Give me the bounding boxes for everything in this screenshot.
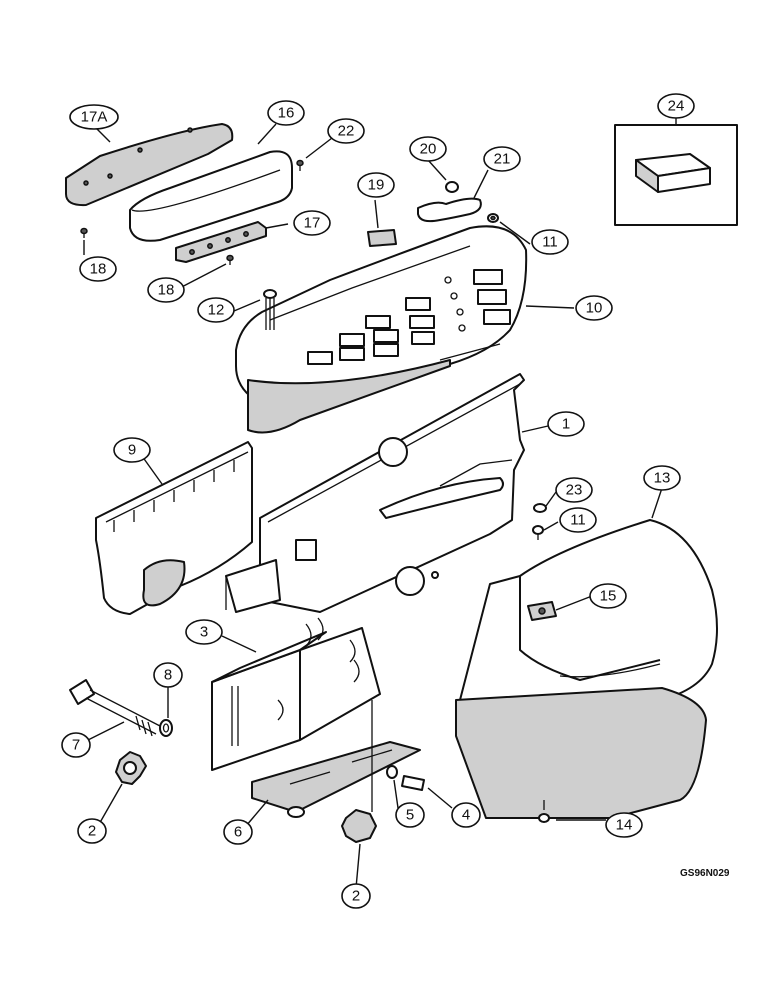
part-11-lower-screw bbox=[532, 525, 544, 540]
svg-text:18: 18 bbox=[158, 282, 175, 299]
part-7-bolt bbox=[69, 679, 161, 737]
callout-17: 17 bbox=[293, 210, 331, 236]
callout-6: 6 bbox=[223, 819, 253, 845]
callout-2-left: 2 bbox=[77, 818, 107, 844]
part-2-knob-bottom bbox=[341, 700, 377, 843]
part-16-armrest-cushion bbox=[129, 150, 293, 242]
svg-text:14: 14 bbox=[616, 817, 633, 834]
part-5-washer bbox=[386, 765, 398, 779]
callout-3: 3 bbox=[185, 619, 223, 645]
screw-12 bbox=[263, 289, 277, 330]
svg-text:11: 11 bbox=[542, 234, 558, 251]
svg-text:13: 13 bbox=[654, 470, 671, 487]
svg-text:12: 12 bbox=[208, 302, 225, 319]
svg-text:2: 2 bbox=[88, 823, 96, 840]
part-6-base-plate bbox=[251, 741, 421, 818]
callout-2-bottom: 2 bbox=[341, 883, 371, 909]
callout-7: 7 bbox=[61, 732, 91, 758]
screw-22 bbox=[296, 159, 304, 171]
part-9-side-panel bbox=[95, 441, 253, 615]
svg-text:22: 22 bbox=[338, 123, 355, 140]
svg-text:9: 9 bbox=[128, 442, 136, 459]
svg-text:3: 3 bbox=[200, 624, 208, 641]
callout-9: 9 bbox=[113, 437, 151, 463]
callout-17a: 17A bbox=[69, 104, 119, 130]
svg-text:11: 11 bbox=[570, 512, 586, 529]
drawing-reference: GS96N029 bbox=[680, 868, 730, 879]
part-19-pad bbox=[367, 229, 397, 247]
svg-text:24: 24 bbox=[668, 98, 685, 115]
svg-text:17: 17 bbox=[304, 215, 321, 232]
svg-text:21: 21 bbox=[494, 151, 511, 168]
callout-14: 14 bbox=[605, 812, 643, 838]
svg-text:17A: 17A bbox=[81, 109, 108, 126]
part-11-upper-screw bbox=[487, 213, 499, 223]
svg-text:10: 10 bbox=[586, 300, 603, 317]
callout-18-left: 18 bbox=[79, 256, 117, 282]
callout-15: 15 bbox=[589, 583, 627, 609]
callout-16: 16 bbox=[267, 100, 305, 126]
callout-18-center: 18 bbox=[147, 277, 185, 303]
part-3-mount-bracket bbox=[211, 617, 381, 771]
svg-text:1: 1 bbox=[562, 416, 570, 433]
svg-text:7: 7 bbox=[72, 737, 80, 754]
svg-text:20: 20 bbox=[420, 141, 437, 158]
callout-1: 1 bbox=[547, 411, 585, 437]
callout-22: 22 bbox=[327, 118, 365, 144]
svg-text:16: 16 bbox=[278, 105, 295, 122]
part-8-washer bbox=[159, 719, 173, 737]
callout-11-lower: 11 bbox=[559, 507, 597, 533]
part-2-knob-left bbox=[115, 751, 147, 785]
svg-text:5: 5 bbox=[406, 807, 414, 824]
svg-text:8: 8 bbox=[164, 667, 172, 684]
svg-text:4: 4 bbox=[462, 807, 470, 824]
part-10-console-housing bbox=[235, 225, 528, 434]
part-20-knob bbox=[445, 181, 459, 193]
callout-11-upper: 11 bbox=[531, 229, 569, 255]
callout-12: 12 bbox=[197, 297, 235, 323]
svg-text:2: 2 bbox=[352, 888, 360, 905]
part-1-support-frame bbox=[225, 373, 525, 613]
callout-10: 10 bbox=[575, 295, 613, 321]
callout-13: 13 bbox=[643, 465, 681, 491]
part-23-nut bbox=[533, 503, 547, 513]
svg-text:18: 18 bbox=[90, 261, 107, 278]
screw-18-lower bbox=[226, 254, 234, 265]
callout-23: 23 bbox=[555, 477, 593, 503]
part-17a-armrest-cover bbox=[65, 123, 234, 207]
leader-lines bbox=[83, 117, 677, 889]
part-17-bracket bbox=[175, 221, 267, 263]
svg-text:6: 6 bbox=[234, 824, 242, 841]
callout-20: 20 bbox=[409, 136, 447, 162]
part-21-gasket bbox=[417, 197, 482, 223]
part-4-screw bbox=[401, 775, 425, 791]
part-24-box bbox=[614, 124, 738, 226]
svg-text:15: 15 bbox=[600, 588, 617, 605]
callout-8: 8 bbox=[153, 662, 183, 688]
part-15-clip-nut bbox=[527, 601, 557, 621]
callout-19: 19 bbox=[357, 172, 395, 198]
svg-text:19: 19 bbox=[368, 177, 385, 194]
part-14-screw bbox=[538, 800, 550, 823]
callout-4: 4 bbox=[451, 802, 481, 828]
svg-text:23: 23 bbox=[566, 482, 583, 499]
callout-5: 5 bbox=[395, 802, 425, 828]
part-13-side-cover bbox=[455, 519, 718, 819]
callout-24: 24 bbox=[657, 93, 695, 119]
callout-21: 21 bbox=[483, 146, 521, 172]
screw-18-upper bbox=[80, 227, 88, 238]
